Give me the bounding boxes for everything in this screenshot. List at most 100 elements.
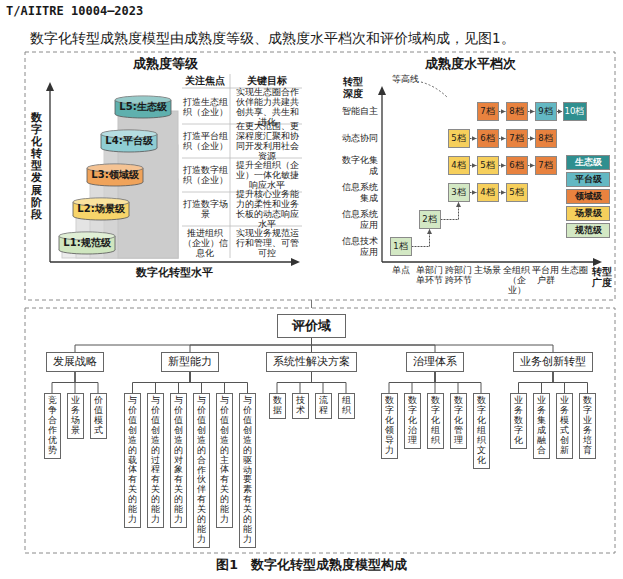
row-label: 信息系统应用: [340, 209, 378, 229]
item-name: 竞争合作优势: [48, 396, 57, 455]
column-header: 关注焦点: [185, 75, 225, 86]
grade-cell: 7档: [535, 156, 557, 175]
item-box: 与价值创造的合作伙伴有关的能力: [193, 393, 210, 548]
axis-arrowhead: [46, 82, 602, 266]
goal-text: 实现业务规范运行和管理、可管可控: [232, 228, 302, 259]
tree-connector: [75, 338, 312, 352]
grade-cell: 5档: [448, 129, 470, 148]
grade-arrow: [470, 138, 477, 139]
tree-connector: [312, 338, 554, 352]
grade-arrow: [499, 165, 506, 166]
grade-number: 7档: [538, 160, 552, 170]
legend-text: 场景级: [575, 207, 602, 220]
axis-label: 数字化转型水平: [136, 266, 213, 279]
grade-arrow: [499, 192, 506, 193]
item-name: 与价值创造的主体有关的能力: [220, 396, 229, 525]
tree-connector: [542, 372, 554, 393]
annotation: 等高线: [392, 74, 419, 85]
legend-swatch: 场景级: [566, 206, 610, 221]
grade-number: 9档: [538, 106, 552, 116]
tree-connector: [277, 372, 312, 393]
grade-number: 3档: [451, 187, 465, 197]
grade-cell: 6档: [506, 156, 528, 175]
item-name: 与价值创造的载体有关的能力: [128, 396, 137, 525]
grade-cell: 3档: [448, 183, 470, 202]
tree-connector: [133, 372, 191, 393]
grade-cell: 9档: [535, 102, 557, 121]
level-disc: L5:生态级: [114, 95, 172, 119]
item-name: 数字化治理: [408, 396, 417, 445]
legend-swatch: 领域级: [566, 189, 610, 204]
axis-label: 转型广度: [592, 266, 612, 289]
item-box: 业务场景: [67, 393, 84, 439]
tree-connector: [190, 372, 248, 393]
item-box: 业务集成融合: [533, 393, 550, 459]
panel-title: 成熟度水平档次: [425, 56, 516, 72]
grade-number: 8档: [509, 106, 523, 116]
grade-arrow: [441, 202, 459, 220]
grade-cell: 4档: [477, 183, 499, 202]
grade-number: 4档: [451, 160, 465, 170]
frame-link: [311, 300, 312, 308]
grade-number: 4档: [480, 187, 494, 197]
tree-connector: [553, 372, 588, 393]
item-box: 价值模式: [90, 393, 107, 439]
level-disc: L1:规范级: [58, 231, 116, 255]
item-box: 业务模式创新: [556, 393, 573, 459]
row-label: 信息系统集成: [340, 182, 378, 202]
tree-connector: [435, 372, 481, 393]
row-label: 数字化集成: [340, 155, 378, 175]
column-label: 主场景: [473, 265, 502, 275]
row-label: 智能自主: [340, 106, 378, 116]
legend-swatch: 规范级: [566, 223, 610, 238]
grade-arrow: [499, 111, 506, 112]
axis-label: 转型深度: [342, 76, 364, 100]
grade-arrow: [412, 229, 430, 247]
tree-connector: [75, 372, 98, 393]
grade-cell: 6档: [477, 129, 499, 148]
domain-box: 治理体系: [406, 352, 464, 372]
root-box: 评价域: [277, 314, 346, 338]
level-name: L2:场景级: [77, 203, 124, 215]
item-box: 业务数字化: [510, 393, 527, 449]
domain-name: 发展战略: [53, 355, 97, 368]
grade-number: 5档: [509, 187, 523, 197]
panel-title: 成熟度等级: [133, 56, 198, 72]
item-box: 数字化领导力: [381, 393, 398, 459]
grade-cell: 2档: [419, 210, 441, 229]
grade-cell: 8档: [535, 129, 557, 148]
legend-text: 平台级: [575, 173, 602, 186]
focus-text: 推进组织（企业）信息化: [182, 228, 228, 259]
item-name: 与价值创造的驱动要素有关的能力: [243, 396, 252, 544]
axis: [50, 88, 596, 262]
item-name: 数字业务培育: [583, 396, 592, 455]
column-header: 关键目标: [247, 75, 287, 86]
level-name: L5:生态级: [119, 101, 166, 113]
legend-swatch: 平台级: [566, 172, 610, 187]
focus-text: 打造生态组织（企业）: [182, 97, 228, 117]
tree-connector: [312, 372, 347, 393]
domain-box: 业务创新转型: [513, 352, 593, 372]
grade-number: 5档: [480, 160, 494, 170]
item-name: 业务数字化: [514, 396, 523, 445]
item-box: 数字化组织文化: [473, 393, 490, 469]
item-name: 与价值创造的过程有关的能力: [151, 396, 160, 525]
column-label: 平台用户群: [531, 265, 560, 285]
goal-text: 提升核心业务能力的柔性和业务长板的动态响应水平: [232, 189, 302, 230]
grade-arrow: [528, 138, 535, 139]
goal-text: 在更大范围、更深程度汇聚和协同开发利用社会资源: [232, 121, 302, 162]
item-name: 组织: [342, 396, 351, 416]
grade-number: 1档: [393, 241, 407, 251]
focus-text: 打造平台组织（企业）: [182, 131, 228, 151]
item-box: 与价值创造的载体有关的能力: [124, 393, 141, 528]
grade-cell: 5档: [506, 183, 528, 202]
grade-cell: 1档: [390, 237, 412, 256]
axis-label: 数字化转型发展阶段: [31, 112, 42, 221]
grade-arrow: [470, 192, 477, 193]
item-name: 与价值创造的对象有关的能力: [174, 396, 183, 525]
grade-number: 8档: [538, 133, 552, 143]
item-box: 组织: [338, 393, 355, 419]
grade-number: 6档: [480, 133, 494, 143]
domain-name: 业务创新转型: [520, 355, 586, 368]
